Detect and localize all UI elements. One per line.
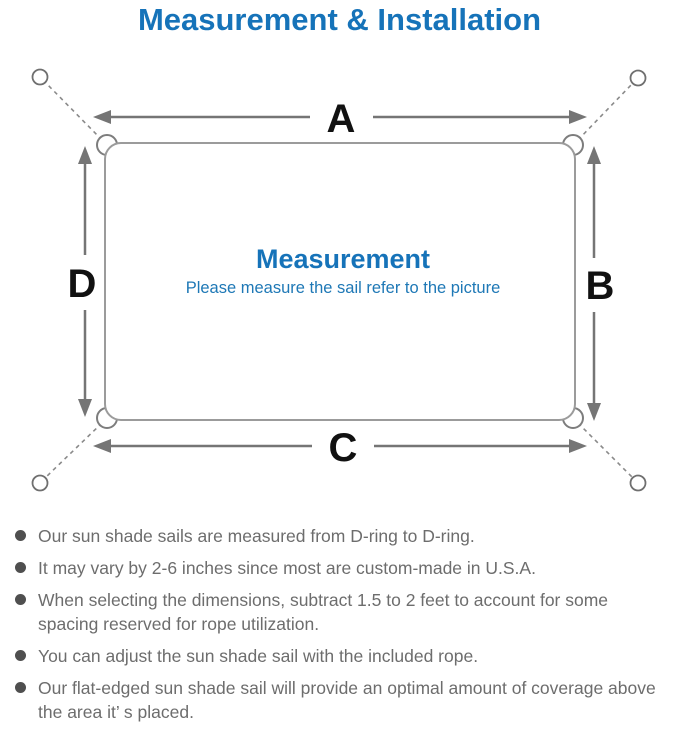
arrow-b-top-head [587,146,601,164]
dimension-label-d: D [68,262,97,306]
arrow-d-bottom-head [78,399,92,417]
arrow-c-right-head [569,439,587,453]
rope-line-bottom-left [44,422,103,479]
note-text: Our sun shade sails are measured from D-… [38,526,475,546]
notes-list: Our sun shade sails are measured from D-… [15,524,670,732]
note-text: You can adjust the sun shade sail with t… [38,646,479,666]
list-item: It may vary by 2-6 inches since most are… [15,556,670,580]
arrow-d-top-head [78,146,92,164]
note-text: It may vary by 2-6 inches since most are… [38,558,536,578]
center-subtitle: Please measure the sail refer to the pic… [186,279,501,297]
dimension-label-b: B [586,264,615,308]
anchor-ring-top-left [31,68,49,86]
rope-line-top-right [577,82,634,141]
arrow-c-left-head [93,439,111,453]
arrow-a-right-head [569,110,587,124]
anchor-ring-bottom-left [31,474,49,492]
anchor-rings [31,68,647,492]
list-item: Our sun shade sails are measured from D-… [15,524,670,548]
list-item: You can adjust the sun shade sail with t… [15,644,670,668]
bullet-dot-icon [15,594,26,605]
bullet-dot-icon [15,682,26,693]
shade-sail-outline [104,142,576,421]
dimension-label-a: A [327,97,356,141]
rope-line-bottom-right [577,422,634,479]
bullet-dot-icon [15,650,26,661]
list-item: Our flat-edged sun shade sail will provi… [15,676,670,724]
dimension-label-c: C [329,426,358,470]
bullet-dot-icon [15,562,26,573]
bullet-dot-icon [15,530,26,541]
note-text: Our flat-edged sun shade sail will provi… [38,678,656,722]
arrow-b-bottom-head [587,403,601,421]
page-title: Measurement & Installation [137,2,542,37]
anchor-ring-bottom-right [629,474,647,492]
dimension-arrows [78,110,601,453]
center-heading: Measurement [256,244,430,274]
arrow-a-left-head [93,110,111,124]
shade-sail-diagram-svg: A B C D Measurement Please measure the s… [31,68,647,492]
rope-line-top-left [44,81,103,141]
note-text: When selecting the dimensions, subtract … [38,590,609,634]
anchor-ring-top-right [629,69,647,87]
measurement-diagram: A B C D Measurement Please measure the s… [0,40,679,520]
tension-rope-lines [44,81,634,479]
list-item: When selecting the dimensions, subtract … [15,588,670,636]
